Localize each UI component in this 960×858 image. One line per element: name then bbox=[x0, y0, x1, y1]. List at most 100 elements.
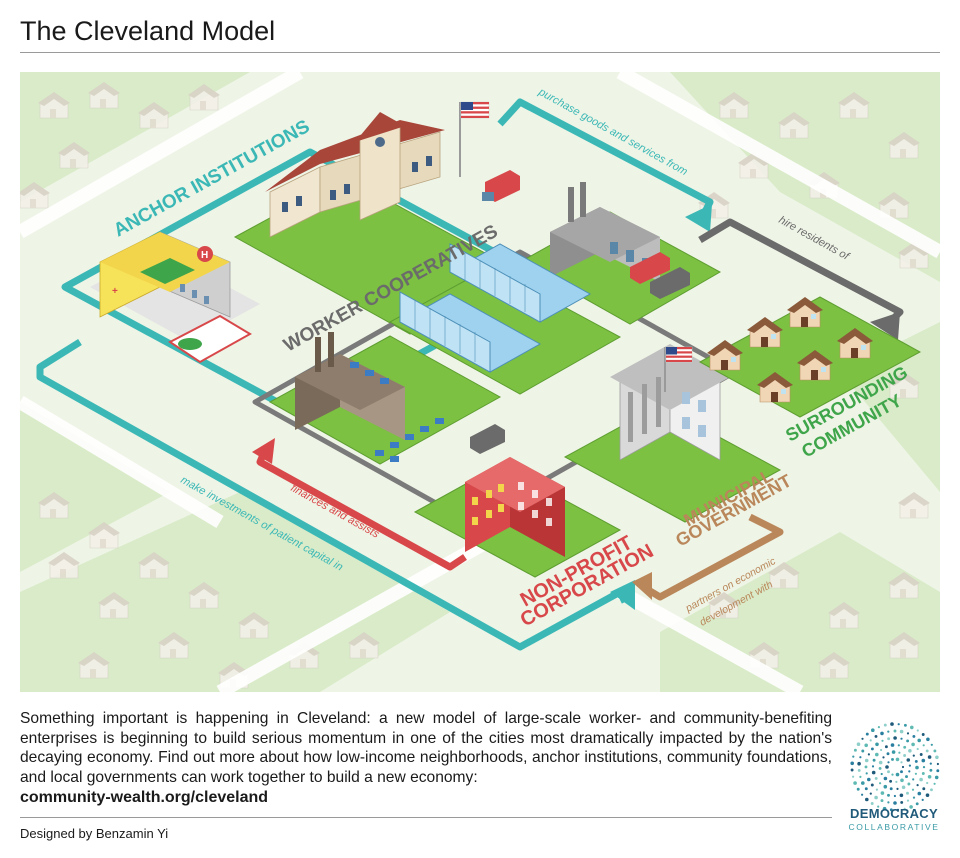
logo-dot bbox=[890, 743, 895, 747]
logo-dot bbox=[852, 775, 855, 778]
logo-dot bbox=[911, 742, 915, 747]
logo-dot bbox=[890, 722, 894, 726]
cleveland-model-diagram: H + bbox=[20, 72, 940, 692]
logo-dot bbox=[887, 761, 890, 764]
logo-dot bbox=[912, 796, 916, 799]
logo-dot bbox=[896, 787, 899, 790]
description-text: Something important is happening in Clev… bbox=[20, 710, 832, 786]
logo-dot bbox=[875, 742, 879, 747]
logo-dot bbox=[915, 765, 919, 770]
logo-dot bbox=[853, 781, 857, 785]
logo-dot bbox=[893, 736, 897, 740]
logo-dot bbox=[936, 769, 940, 773]
logo-dot bbox=[900, 800, 904, 804]
logo-dot bbox=[906, 732, 910, 735]
logo-dot bbox=[850, 768, 854, 772]
logo-dot bbox=[893, 794, 896, 798]
logo-dot bbox=[877, 726, 880, 729]
logo-dot bbox=[880, 748, 883, 752]
nonprofit-corporation-zone bbox=[413, 457, 622, 578]
logo-dot bbox=[901, 765, 905, 769]
logo-dot bbox=[887, 770, 890, 774]
logo-dot bbox=[871, 765, 875, 768]
logo-dot bbox=[889, 787, 893, 791]
logo-dot bbox=[861, 793, 864, 796]
logo-dot bbox=[875, 752, 879, 757]
logo-dot bbox=[882, 756, 885, 759]
logo-dot bbox=[919, 777, 923, 782]
logo-dot bbox=[911, 788, 915, 791]
logo-dot bbox=[929, 762, 932, 765]
logo-dot bbox=[864, 743, 868, 748]
logo-dot bbox=[886, 752, 890, 756]
logo-dot bbox=[857, 761, 861, 766]
logo-dot bbox=[914, 772, 917, 775]
logo-dot bbox=[887, 737, 891, 741]
logo-dot bbox=[872, 758, 876, 762]
logo-dot bbox=[919, 753, 923, 756]
logo-dot bbox=[880, 799, 884, 803]
website-link[interactable]: community-wealth.org/cleveland bbox=[20, 789, 269, 806]
democracy-collaborative-logo-icon bbox=[850, 722, 940, 812]
greenhouse-buildings bbox=[398, 243, 592, 373]
logo-dot bbox=[927, 775, 932, 779]
municipal-government-zone bbox=[563, 344, 782, 523]
logo-dot bbox=[874, 734, 878, 738]
logo-dot bbox=[893, 729, 897, 733]
logo-dot bbox=[889, 808, 893, 812]
logo-dot bbox=[900, 737, 903, 740]
logo-dot bbox=[889, 779, 893, 783]
logo-dot bbox=[908, 770, 911, 773]
logo-dot bbox=[907, 782, 911, 786]
logo-dot bbox=[921, 758, 926, 763]
logo-dot bbox=[921, 772, 925, 775]
logo-dot bbox=[891, 773, 894, 776]
title-divider bbox=[20, 52, 940, 53]
logo-dot bbox=[883, 784, 888, 789]
logo-dot bbox=[917, 791, 922, 796]
logo-dot bbox=[865, 797, 869, 802]
logo-dot bbox=[865, 772, 868, 775]
patient-capital-arrow bbox=[36, 339, 635, 651]
logo-dot bbox=[936, 762, 939, 766]
logo-dot bbox=[870, 783, 874, 787]
logo-dot bbox=[916, 747, 919, 751]
logo-dot bbox=[891, 750, 896, 754]
logo-dot bbox=[864, 787, 868, 791]
logo-dot bbox=[916, 784, 919, 787]
logo-dot bbox=[925, 749, 929, 753]
logo-dot bbox=[934, 775, 939, 780]
logo-dot bbox=[891, 757, 894, 761]
logo-dot bbox=[906, 791, 909, 795]
logo-dot bbox=[867, 777, 871, 782]
logo-dot bbox=[896, 808, 900, 811]
logo-dot bbox=[865, 732, 869, 736]
logo-dot bbox=[887, 793, 890, 797]
logo-dot bbox=[916, 729, 919, 732]
logo-dot bbox=[906, 799, 910, 802]
logo-subtitle: COLLABORATIVE bbox=[848, 822, 940, 832]
logo-dot bbox=[859, 756, 862, 759]
logo-dot bbox=[930, 788, 933, 792]
logo-dot bbox=[910, 725, 914, 730]
logo-dot bbox=[887, 801, 890, 804]
logo-dot bbox=[903, 754, 907, 757]
logo-dot bbox=[927, 755, 932, 759]
logo-dot bbox=[897, 744, 900, 747]
logo-dot bbox=[869, 792, 872, 795]
logo-dot bbox=[912, 734, 916, 738]
logo-dot bbox=[898, 751, 901, 754]
logo-dot bbox=[897, 723, 900, 726]
logo-dot bbox=[895, 780, 898, 783]
logo-dot bbox=[870, 802, 874, 805]
logo-dot bbox=[885, 765, 889, 769]
finances-assists-arrow bbox=[252, 438, 467, 571]
footer-divider bbox=[20, 817, 832, 818]
logo-dot bbox=[861, 737, 864, 740]
logo-dot bbox=[879, 782, 882, 785]
logo-dot bbox=[877, 805, 880, 808]
logo-dot bbox=[926, 737, 930, 742]
logo-dot bbox=[882, 806, 887, 811]
logo-dot bbox=[874, 776, 878, 780]
logo-dot bbox=[861, 749, 865, 753]
